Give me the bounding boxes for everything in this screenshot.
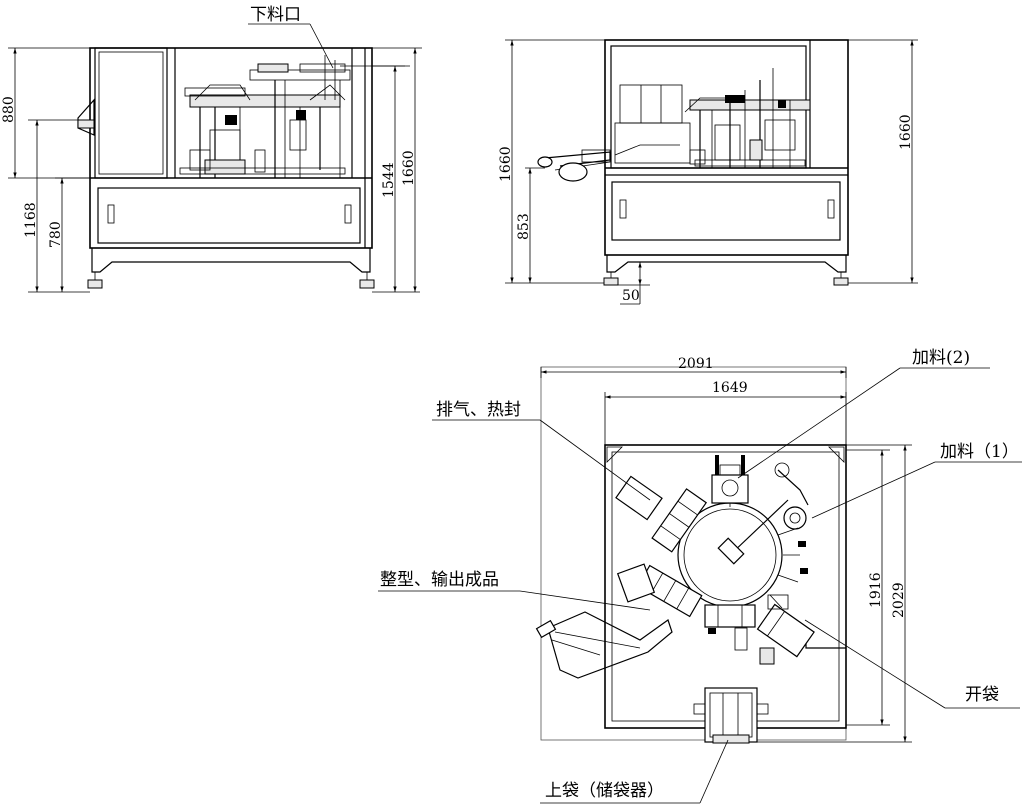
leader-shape-output [519,590,651,611]
side-cabinet [611,181,841,241]
leader-exhaust-seal [539,419,651,501]
output-chute [547,611,673,679]
dim-1649: 1649 [712,380,748,396]
top-view: 2091 1649 1916 2029 加料(2) 加料（1） 排气、热封 整型… [378,348,1022,804]
label-feed2: 加料(2) [912,348,970,368]
dim-1660-front: 1660 [401,150,417,186]
label-load-bag: 上袋（储袋器） [545,781,664,801]
leader-load-bag [699,739,729,804]
label-feed1: 加料（1） [940,442,1019,462]
front-view: 下料口 880 1168 780 1544 1660 [1,5,422,293]
dim-1660-side-right: 1660 [898,114,914,150]
dim-780: 780 [48,221,64,248]
dim-1544: 1544 [381,162,397,198]
front-cabinet [97,187,361,244]
dim-50: 50 [622,288,640,304]
side-machinery [614,68,811,168]
radial-stations [535,455,815,679]
label-open-bag: 开袋 [965,685,999,705]
side-conveyor [537,144,680,182]
label-exhaust-seal: 排气、热封 [436,400,521,420]
dim-1168: 1168 [23,202,39,238]
label-outlet: 下料口 [250,5,301,25]
dim-880: 880 [1,96,17,123]
bag-magazine [693,687,769,744]
leader-feed2 [737,367,901,479]
label-shape-output: 整型、输出成品 [380,570,499,590]
leader-open-bag [804,619,946,709]
dim-1916: 1916 [868,572,884,608]
dim-853: 853 [516,213,532,240]
side-view: 1660 853 50 1660 [498,39,918,305]
front-door-panel [94,47,168,179]
dim-2091: 2091 [678,356,714,372]
dim-1660-side-left: 1660 [498,146,514,182]
leader-outlet [309,23,334,69]
dim-2029: 2029 [891,582,907,618]
front-frame [89,47,373,249]
side-frame [604,39,849,256]
leader-feed1 [811,461,936,519]
